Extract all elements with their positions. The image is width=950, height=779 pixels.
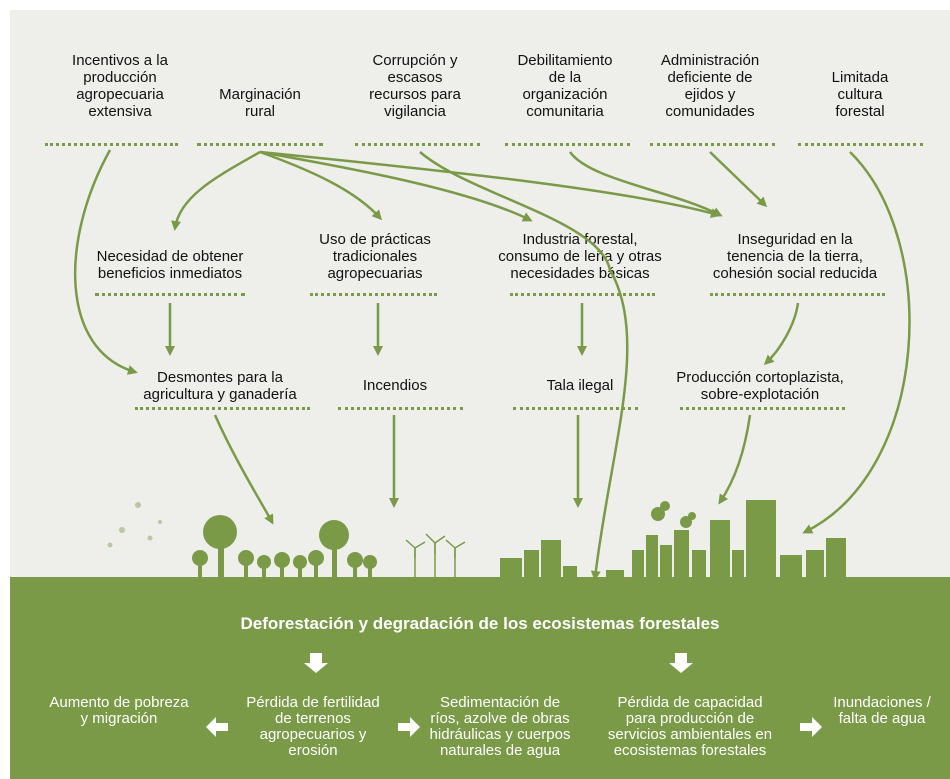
arrow-marginacion-to-necesidad bbox=[171, 150, 261, 231]
effects-band: Deforestación y degradación de los ecosi… bbox=[10, 577, 950, 779]
effect-arrows bbox=[206, 653, 822, 737]
direct-produccion: Producción cortoplazista,sobre-explotaci… bbox=[676, 369, 844, 403]
right-arrow-icon bbox=[398, 717, 420, 737]
causal-arrows bbox=[73, 149, 911, 581]
direct-incendios-underline bbox=[338, 407, 463, 410]
effect-inundaciones: Inundaciones /falta de agua bbox=[833, 694, 931, 727]
down-arrow-icon bbox=[304, 653, 328, 673]
direct-produccion-underline bbox=[680, 407, 845, 410]
cause-incentivos-underline bbox=[45, 143, 178, 146]
butterfly-icon bbox=[107, 502, 162, 548]
cause-debilitamiento-underline bbox=[505, 143, 630, 146]
left-arrow-icon bbox=[206, 717, 228, 737]
arrow-incentivos-to-desmontes bbox=[73, 149, 138, 375]
right-arrow-icon bbox=[800, 717, 822, 737]
building-icon bbox=[500, 500, 846, 578]
tree-icon bbox=[192, 515, 377, 578]
cause-marginacion-underline bbox=[197, 143, 323, 146]
smoke-icon bbox=[651, 501, 696, 528]
arrow-marginacion-to-inseguridad bbox=[259, 150, 721, 218]
direct-desmontes-underline bbox=[135, 407, 310, 410]
wind-turbine-icon bbox=[405, 533, 466, 578]
intermediate-industria-underline bbox=[510, 293, 655, 296]
down-arrow-icon bbox=[669, 653, 693, 673]
arrow-administracion-to-inseguridad bbox=[709, 151, 768, 208]
intermediate-inseguridad-underline bbox=[710, 293, 885, 296]
arrow-marginacion-to-practicas bbox=[259, 150, 382, 221]
direct-tala: Tala ilegal bbox=[546, 377, 614, 394]
landscape-silhouette bbox=[107, 500, 846, 578]
arrow-desmontes-to-trees bbox=[213, 414, 274, 525]
arrow-debilitamiento-to-inseguridad bbox=[568, 151, 723, 217]
arrow-inseguridad-to-produccion bbox=[763, 302, 800, 366]
intermediate-industria: Industria forestal,consumo de leña y otr… bbox=[498, 231, 662, 282]
direct-incendios: Incendios bbox=[362, 377, 428, 394]
cause-corrupcion-underline bbox=[355, 143, 480, 146]
direct-tala-underline bbox=[513, 407, 638, 410]
main-problem-title: Deforestación y degradación de los ecosi… bbox=[240, 614, 720, 633]
arrow-marginacion-to-industria bbox=[259, 150, 533, 222]
intermediate-necesidad-underline bbox=[95, 293, 245, 296]
cause-administracion-underline bbox=[650, 143, 775, 146]
intermediate-practicas-underline bbox=[310, 293, 437, 296]
arrow-cultura-to-city bbox=[802, 151, 911, 534]
arrow-corrupcion-to-tala-ilegal-city bbox=[419, 151, 629, 581]
cause-cultura-underline bbox=[798, 143, 923, 146]
arrow-produccion-to-city bbox=[718, 414, 752, 505]
